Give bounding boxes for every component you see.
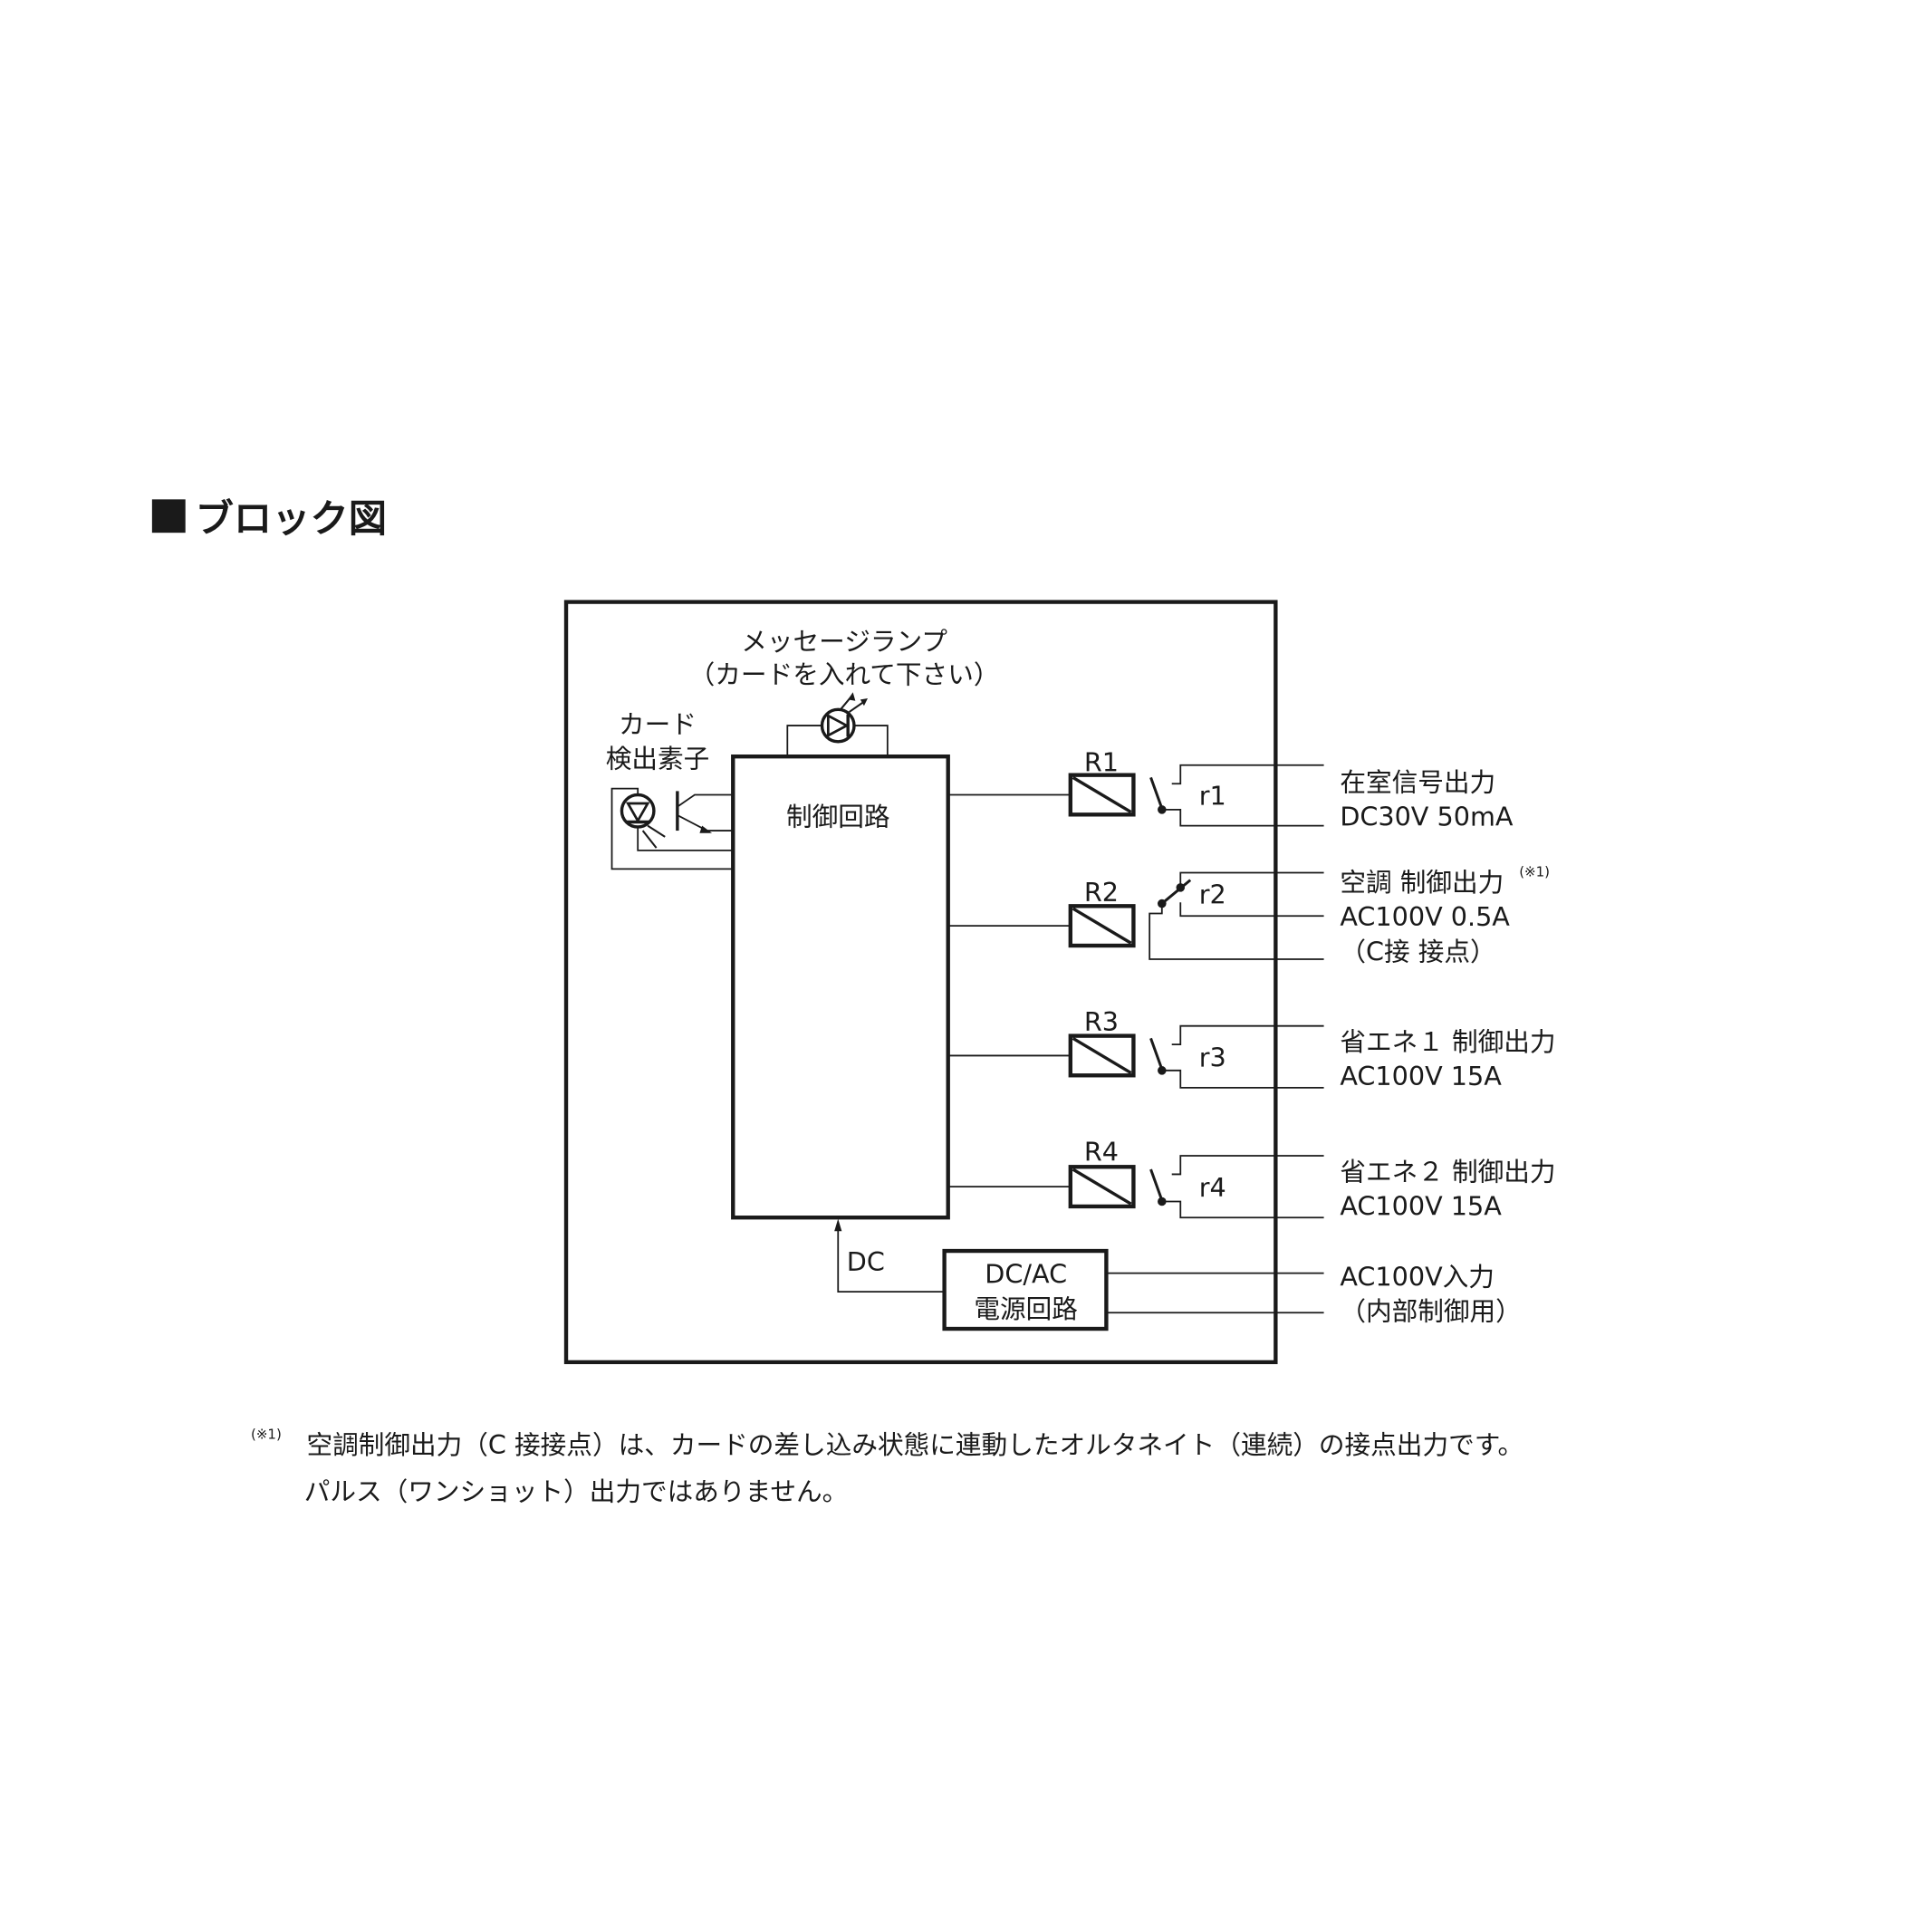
output-2-contact-type: （C接 接点） bbox=[1340, 936, 1495, 966]
output-2-note-ref: (※1) bbox=[1519, 864, 1550, 880]
footnote-line-2: パルス（ワンショット）出力ではありません。 bbox=[304, 1476, 849, 1507]
relay-coil-label: R1 bbox=[1084, 747, 1119, 778]
page-title: ブロック図 bbox=[196, 496, 388, 541]
relay-coil-label: R2 bbox=[1084, 877, 1119, 908]
output-4-label: 省エネ２ 制御出力 bbox=[1340, 1156, 1555, 1187]
dc-label: DC bbox=[847, 1246, 885, 1277]
power-circuit-label: DC/AC bbox=[985, 1259, 1067, 1290]
footnote-ref: (※1) bbox=[251, 1426, 282, 1442]
dc-arrow-icon bbox=[834, 1218, 945, 1293]
lamp-led-icon bbox=[786, 692, 889, 757]
power-input-label: AC100V入力 bbox=[1340, 1261, 1495, 1292]
relay-2: R2 r2 bbox=[947, 871, 1324, 960]
control-circuit-label: 制御回路 bbox=[786, 802, 890, 832]
control-circuit-box bbox=[731, 755, 950, 1220]
output-3-label: 省エネ１ 制御出力 bbox=[1340, 1026, 1555, 1057]
output-1-label: 在室信号出力 bbox=[1340, 766, 1495, 797]
card-sensor-label: カード bbox=[619, 708, 697, 739]
card-sensor-label-2: 検出素子 bbox=[606, 743, 710, 774]
relay-1: R1 r1 bbox=[947, 747, 1324, 827]
relay-coil-label: R3 bbox=[1084, 1006, 1119, 1037]
power-input-note: （内部制御用） bbox=[1340, 1295, 1521, 1326]
title-square-icon bbox=[151, 499, 186, 533]
output-4-rating: AC100V 15A bbox=[1340, 1190, 1502, 1221]
lamp-label: メッセージランプ bbox=[741, 626, 947, 657]
power-circuit-box bbox=[942, 1248, 1109, 1331]
relay-contact-label: r2 bbox=[1199, 879, 1226, 910]
relay-4: R4 r4 bbox=[947, 1136, 1324, 1219]
output-2-label: 空調 制御出力 bbox=[1340, 867, 1504, 898]
relay-contact-label: r3 bbox=[1199, 1043, 1226, 1073]
card-sensor-icon bbox=[610, 787, 734, 870]
output-1-rating: DC30V 50mA bbox=[1340, 802, 1514, 832]
output-2-rating: AC100V 0.5A bbox=[1340, 901, 1510, 932]
device-outline bbox=[563, 600, 1278, 1365]
footnote-line-1: 空調制御出力（C 接接点）は、カードの差し込み状態に連動したオルタネイト（連続）… bbox=[306, 1429, 1523, 1460]
relay-3: R3 r3 bbox=[947, 1006, 1324, 1089]
lamp-sublabel: （カードを入れて下さい） bbox=[689, 659, 1000, 690]
power-circuit-label-2: 電源回路 bbox=[974, 1293, 1078, 1324]
relay-contact-label: r4 bbox=[1199, 1172, 1226, 1203]
relay-contact-label: r1 bbox=[1199, 780, 1226, 811]
output-3-rating: AC100V 15A bbox=[1340, 1061, 1502, 1091]
relay-coil-label: R4 bbox=[1084, 1136, 1119, 1167]
